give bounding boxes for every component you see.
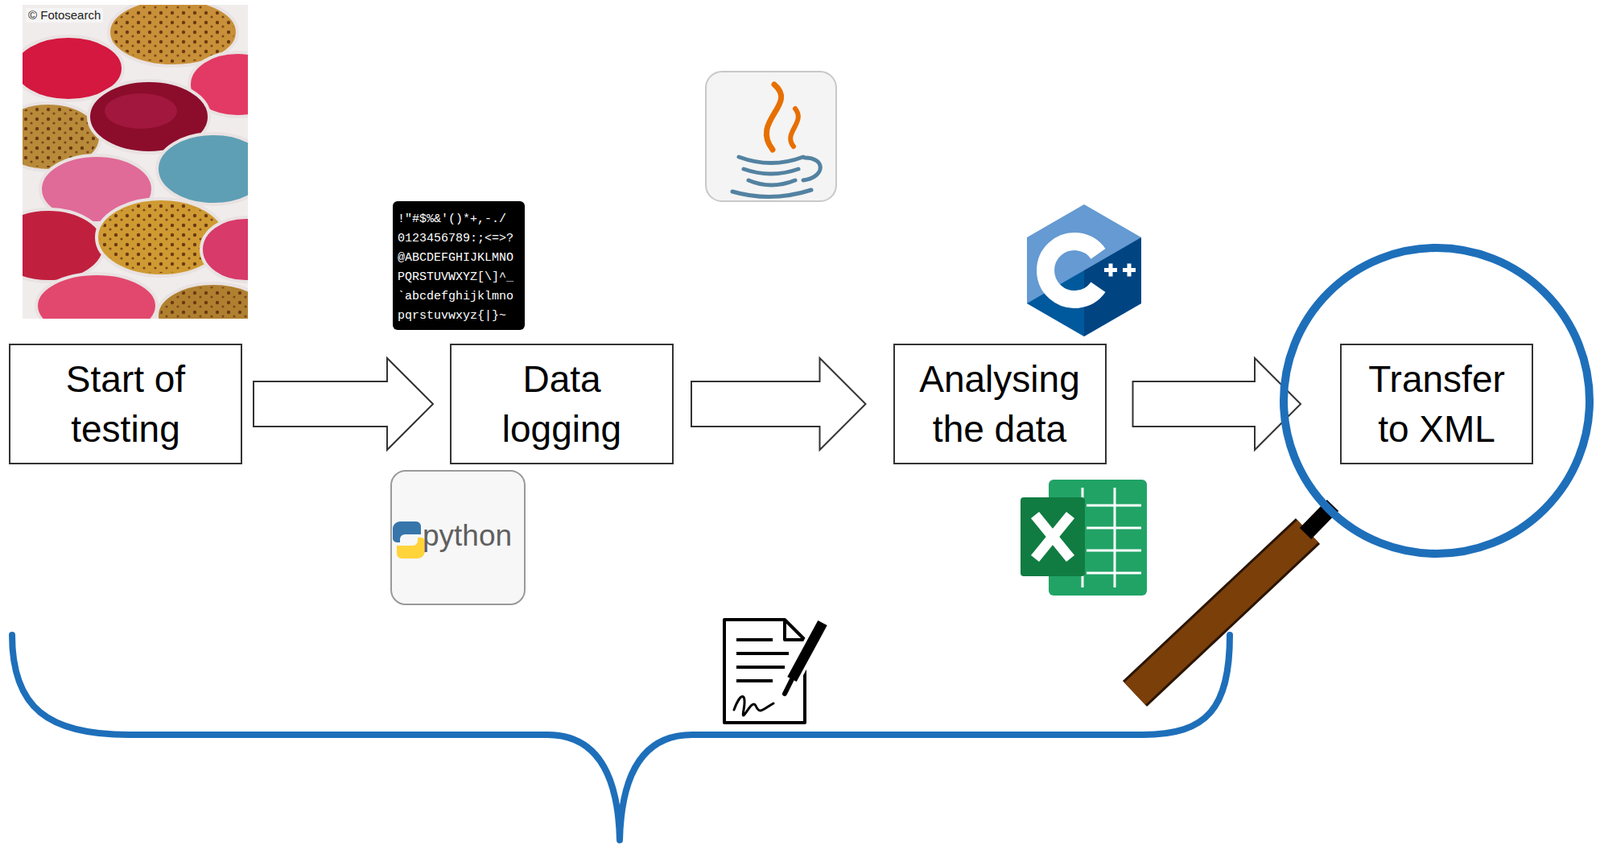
plus-sign: [1127, 263, 1132, 277]
cup-line: [743, 169, 799, 174]
hexagon: [1026, 204, 1142, 337]
grid-line: [1086, 572, 1142, 575]
process-box: Analysing the data: [893, 343, 1107, 465]
x-mark: [1035, 515, 1071, 559]
text-line: [736, 638, 773, 642]
python-icon: [391, 470, 525, 605]
python-snake-blue: [392, 521, 421, 543]
plus-sign: [1109, 263, 1114, 277]
ascii-chart-row: pqrstuvwxyz{|}~: [397, 306, 507, 326]
dish-reflection: [104, 93, 178, 129]
x-mark: [1035, 515, 1071, 559]
colony-dots: [160, 286, 248, 319]
text-line: [736, 651, 789, 656]
signature: [734, 696, 774, 716]
copyright-note: © Fotosearch: [25, 8, 104, 23]
x-tile: [1020, 497, 1085, 577]
saucer: [732, 189, 812, 198]
text-line: [736, 679, 773, 683]
magnifier-lens: [1283, 247, 1590, 554]
python-snake-yellow: [396, 537, 425, 559]
cup-handle: [803, 157, 821, 181]
ascii-chart-row: !"#$%&'()*+,-./: [397, 210, 507, 230]
box-label: Analysing the data: [909, 354, 1091, 454]
petri-dish: [36, 273, 157, 319]
c-letter-shape: [1045, 241, 1098, 300]
icon-frame: [391, 470, 525, 605]
pen: [791, 622, 823, 680]
block-arrow: [1133, 358, 1302, 450]
box-label: Transfer to XML: [1356, 354, 1518, 454]
ascii-chart-row: @ABCDEFGHIJKLMNO: [397, 248, 514, 269]
process-box: Data logging: [449, 343, 674, 465]
pen-outline: [791, 622, 823, 680]
ascii-chart-row: 0123456789:;<=>?: [397, 229, 514, 249]
petri-dish-photo: [22, 4, 248, 319]
petri-dish: [201, 217, 248, 282]
excel-icon: [1020, 479, 1147, 596]
curly-brace: [12, 635, 1230, 841]
block-arrow: [253, 358, 433, 450]
box-label: Data logging: [481, 354, 643, 454]
paper-fold: [784, 619, 805, 640]
grid-line: [1086, 527, 1142, 530]
magnifier-handle: [1134, 531, 1308, 694]
ascii-chart-row: PQRSTUVWXYZ[\]^_: [397, 268, 514, 288]
petri-dish: [156, 283, 248, 319]
text-line: [736, 665, 785, 669]
pen-tip: [784, 679, 792, 694]
steam: [766, 84, 781, 150]
cup-line: [738, 156, 804, 164]
process-box: Start of testing: [8, 343, 243, 465]
box-label: Start of testing: [28, 354, 223, 454]
java-icon: [705, 71, 837, 202]
block-arrow: [691, 358, 866, 450]
python-wordmark: python: [422, 518, 512, 554]
icon-frame: [705, 71, 837, 202]
grid-line: [1086, 549, 1142, 553]
petri-dish: [22, 209, 105, 282]
grid-line: [1086, 504, 1142, 508]
steam: [790, 108, 799, 147]
cpp-icon: [1026, 204, 1142, 337]
petri-dish: [156, 133, 248, 205]
signed-document-icon: [724, 619, 823, 723]
process-box: Transfer to XML: [1340, 343, 1534, 465]
ascii-chart-row: `abcdefghijklmno: [397, 287, 514, 307]
cup-line: [748, 180, 796, 186]
handle-outline: [1134, 531, 1308, 694]
terminal-icon: [392, 201, 525, 330]
